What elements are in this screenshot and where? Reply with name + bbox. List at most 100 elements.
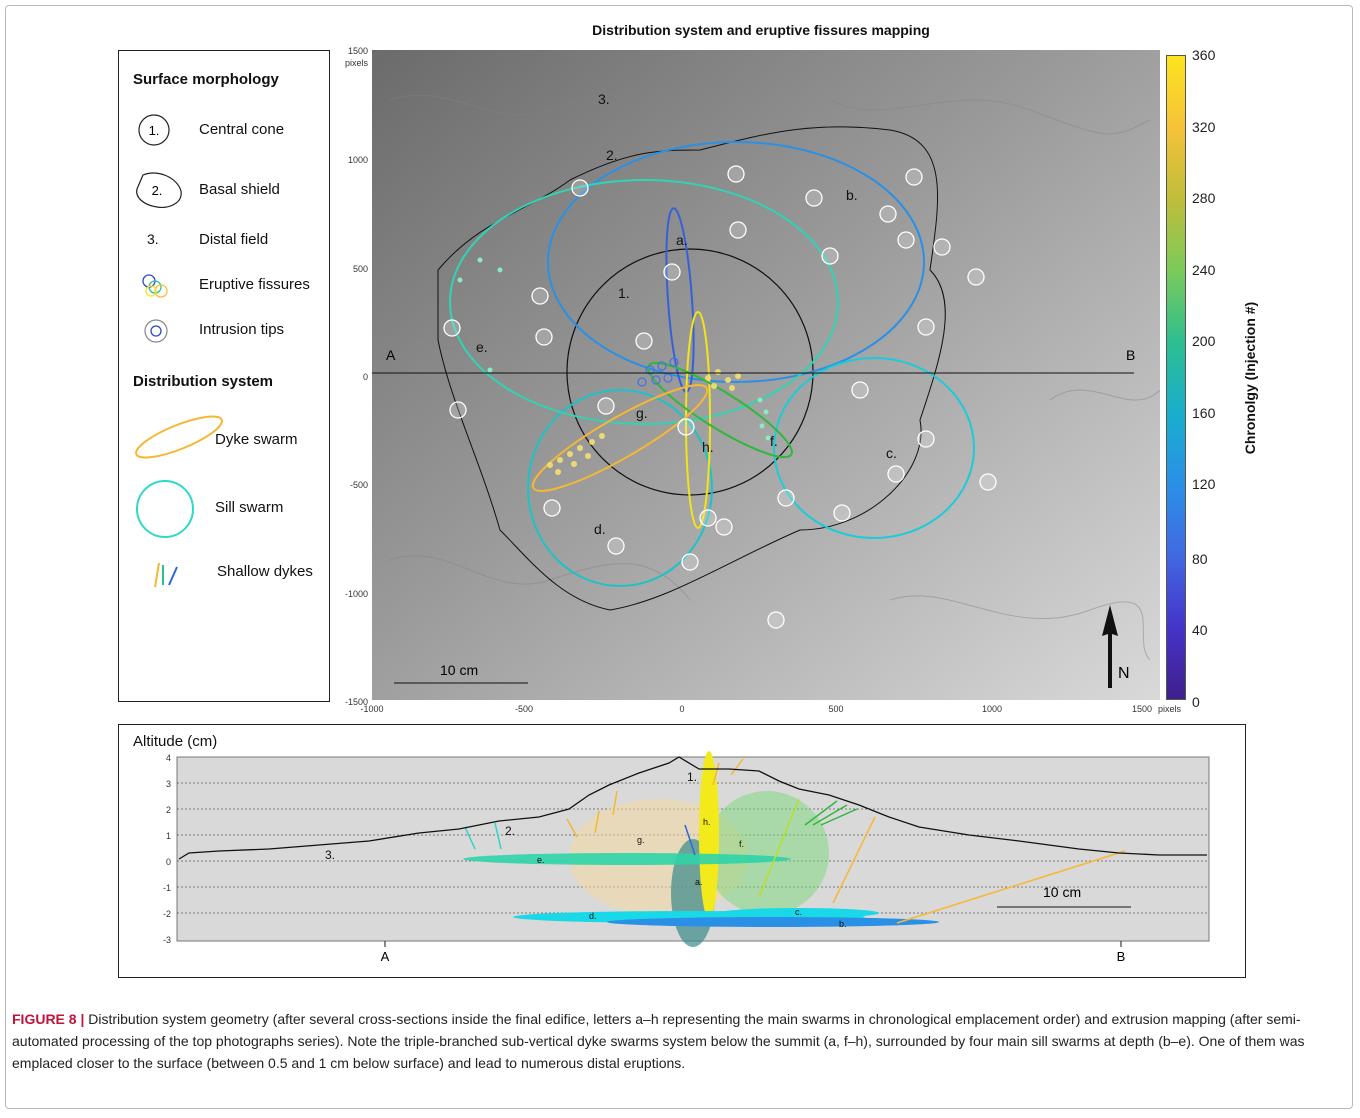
figure-frame [5,5,1353,1109]
section-y-tick: 2 [166,805,171,815]
north-label: N [1118,665,1130,682]
map-label-g: g. [636,405,648,421]
legend-eruptive-fissures: Eruptive fissures [199,276,310,293]
legend-central-cone: Central cone [199,121,285,138]
section-label-g: g. [637,835,645,845]
section-dyke-h [699,751,719,919]
map-x-tick: 1500 [1132,704,1152,714]
section-y-tick: -2 [163,909,171,919]
section-y-tick: 1 [166,831,171,841]
legend-distal-field: Distal field [199,231,269,248]
colorbar-tick: 160 [1192,405,1216,421]
section-label-d: d. [589,911,597,921]
section-label-h: h. [703,817,711,827]
section-label-a: a. [695,877,703,887]
map-y-tick: 0 [363,372,368,382]
section-y-tick: -3 [163,935,171,945]
section-dyke-f [705,791,829,915]
section-topography [178,756,1207,860]
section-y-tick: 3 [166,779,171,789]
section-label-1: 1. [687,770,697,784]
colorbar-tick: 280 [1192,190,1216,206]
map-x-tick: 1000 [982,704,1002,714]
section-label-f: f. [739,839,744,849]
legend-shallow-dykes: Shallow dykes [217,563,313,580]
map-label-2: 2. [606,147,618,163]
eruptive-fissures-icon [142,274,168,298]
figure-title: Distribution system and eruptive fissure… [592,22,930,38]
legend-dyke-swarm: Dyke swarm [215,431,298,448]
map-x-tick: 0 [679,704,684,714]
legend-basal-shield: Basal shield [199,181,280,198]
sill-swarm-e [449,179,839,425]
section-label-2: 2. [505,824,515,838]
section-label-b: b. [839,919,847,929]
map-y-tick: -1500 [345,697,368,707]
section-shallow-dykes [464,758,1126,924]
terrain-texture [379,92,1161,661]
colorbar-tick: 200 [1192,333,1216,349]
section-label-c: c. [795,907,802,917]
map-label-c: c. [886,445,897,461]
dyke-swarm-f [647,361,793,459]
section-end: B [1117,949,1126,964]
section-end-label: B [1126,347,1135,363]
section-y-tick: -1 [163,883,171,893]
map-y-tick: -1000 [345,589,368,599]
legend-intrusion-tips: Intrusion tips [199,321,285,338]
section-start: A [381,949,390,964]
central-cone-icon: 1. [138,114,170,146]
map-label-1: 1. [618,285,630,301]
map-label-f: f. [770,433,778,449]
section-scale-label: 10 cm [1043,884,1081,900]
north-arrow-icon [1102,605,1118,688]
section-start-label: A [386,347,396,363]
sill-swarm-icon [136,480,194,538]
map-x-tick: -1000 [360,704,383,714]
map-y-ticks: 1500 pixels 1000 500 0 -500 -1000 -1500 [345,46,369,707]
basal-shield-icon: 2. [136,172,182,208]
caption-text: Distribution system geometry (after seve… [12,1011,1305,1071]
sill-swarm-c [773,357,975,539]
map-y-unit: pixels [345,58,369,68]
eruptive-fissures [457,257,771,475]
map-y-tick: 500 [353,264,368,274]
map-x-unit: pixels [1158,704,1182,714]
basal-shield-outline [437,126,946,611]
map-x-ticks: -1000 -500 0 500 1000 1500 pixels [360,704,1181,714]
colorbar-tick: 320 [1192,119,1216,135]
map-label-h: h. [702,439,714,455]
map-y-tick: 1500 [348,46,368,56]
distal-field-num: 3. [147,231,159,247]
figure-caption: FIGURE 8 | Distribution system geometry … [12,1008,1346,1074]
legend-surface-header: Surface morphology [133,71,279,88]
colorbar-label: Chronolgy (Injection #) [1242,301,1258,455]
map-x-tick: 500 [828,704,843,714]
map-label-3: 3. [598,91,610,107]
section-sill-c [719,908,879,918]
section-y-tick: 4 [166,753,171,763]
central-cone-num: 1. [149,123,160,138]
map-labels: 3. 2. 1. a. b. c. d. e. f. g. h. [476,91,897,537]
colorbar-tick: 0 [1192,694,1200,710]
shallow-dykes-icon [154,562,178,588]
sill-swarm-b [547,141,925,383]
intrusion-tips [443,165,997,629]
section-labels: 1. 2. 3. h. g. f. e. a. c. d. b. [325,770,847,929]
basal-shield-num: 2. [152,183,163,198]
legend-sill-swarm: Sill swarm [215,499,284,516]
intrusion-tips-icon [144,319,168,343]
colorbar [1166,55,1186,700]
map-label-d: d. [594,521,606,537]
colorbar-tick: 240 [1192,262,1216,278]
map-label-b: b. [846,187,858,203]
legend-distribution-header: Distribution system [133,373,274,390]
dyke-swarm-icon [135,415,223,459]
sill-swarm-d [527,389,713,587]
section-y-tick: 0 [166,857,171,867]
colorbar-tick: 80 [1192,551,1208,567]
cross-section-plot: 4 3 2 1 0 -1 -2 -3 [163,751,1210,964]
map-scale-label: 10 cm [440,662,478,678]
map-y-tick: -500 [350,480,368,490]
map-background [372,50,1160,700]
